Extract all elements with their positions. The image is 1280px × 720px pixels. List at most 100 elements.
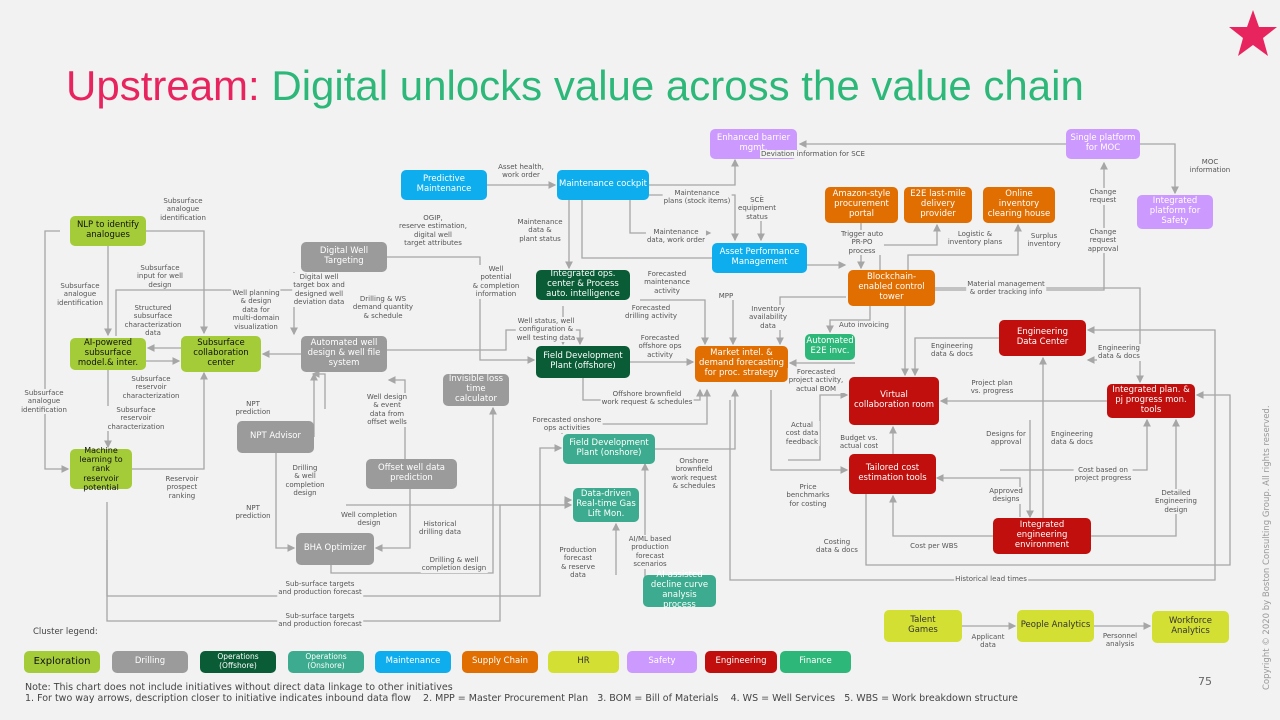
legend-operations-onshore: Operations (Onshore) <box>288 651 364 673</box>
legend-exploration: Exploration <box>24 651 100 673</box>
edge-label: Applicant data <box>970 633 1006 650</box>
edge-label: Forecasted drilling activity <box>623 304 679 321</box>
edge-label: Change request <box>1088 188 1118 205</box>
edge-label: MPP <box>717 292 735 301</box>
note-line-1: Note: This chart does not include initia… <box>25 682 453 693</box>
node-gas-lift[interactable]: Data-driven Real-time Gas Lift Mon. <box>573 488 639 522</box>
node-integrated-platform-safety[interactable]: Integrated platform for Safety <box>1137 195 1213 229</box>
legend-maintenance: Maintenance <box>375 651 451 673</box>
edge-label: Detailed Engineering design <box>1154 489 1198 515</box>
node-blockchain-tower[interactable]: Blockchain- enabled control tower <box>848 270 935 306</box>
node-talent-games[interactable]: Talent Games <box>884 610 962 642</box>
edge-label: Subsurface input for well design <box>135 264 185 290</box>
note-line-2: 1. For two way arrows, description close… <box>25 693 1018 704</box>
node-decline-curve[interactable]: AI-assisted decline curve analysis proce… <box>643 571 716 610</box>
legend-title: Cluster legend: <box>33 627 98 637</box>
edge-label: Onshore brownfield work request & schedu… <box>670 457 718 491</box>
node-virtual-collab[interactable]: Virtual collaboration room <box>849 377 939 425</box>
edge-label: AI/ML based production forecast scenario… <box>627 535 673 569</box>
node-automated-well-design[interactable]: Automated well design & well file system <box>301 336 387 372</box>
edge-label: Change request approval <box>1086 228 1120 254</box>
edge-label: Historical lead times <box>954 575 1028 584</box>
edge-label: Designs for approval <box>985 430 1027 447</box>
edge-label: Cost based on project progress <box>1073 466 1133 483</box>
edge-label: Maintenance data, work order <box>645 228 707 245</box>
edge-label: Costing data & docs <box>815 538 859 555</box>
node-amazon-procurement[interactable]: Amazon-style procurement portal <box>825 187 898 223</box>
node-offset-well[interactable]: Offset well data prediction <box>366 459 457 489</box>
edge-label: Maintenance data & plant status <box>516 218 564 244</box>
edge-label: Project plan vs. progress <box>969 379 1015 396</box>
edge-label: Sub-surface targets and production forec… <box>277 580 363 597</box>
page-number: 75 <box>1198 675 1212 688</box>
node-tailored-cost[interactable]: Tailored cost estimation tools <box>849 454 936 494</box>
node-ml-reservoir[interactable]: Machine learning to rank reservoir poten… <box>70 446 132 492</box>
node-subsurface-collab[interactable]: Subsurface collaboration center <box>181 336 261 372</box>
legend-operations-offshore: Operations (Offshore) <box>200 651 276 673</box>
legend-supply-chain: Supply Chain <box>462 651 538 673</box>
node-integrated-ops[interactable]: Integrated ops. center & Process auto. i… <box>536 269 630 300</box>
node-people-analytics[interactable]: People Analytics <box>1017 610 1094 642</box>
node-engineering-data-center[interactable]: Engineering Data Center <box>999 320 1086 356</box>
edge-label: MOC information <box>1188 158 1232 175</box>
node-e2e-last-mile[interactable]: E2E last-mile delivery provider <box>904 187 972 223</box>
edge-label: Drilling & well completion design <box>284 464 326 498</box>
edge-label: Maintenance plans (stock items) <box>662 189 732 206</box>
node-npt-advisor[interactable]: NPT Advisor <box>237 421 314 453</box>
edge-label: Offshore brownfield work request & sched… <box>600 390 694 407</box>
copyright: Copyright © 2020 by Boston Consulting Gr… <box>1262 405 1272 690</box>
legend-engineering: Engineering <box>705 651 777 673</box>
node-bha-optimizer[interactable]: BHA Optimizer <box>296 533 374 565</box>
edge-label: Approved designs <box>988 487 1024 504</box>
node-integrated-engineering[interactable]: Integrated engineering environment <box>993 518 1091 554</box>
node-predictive-maintenance[interactable]: Predictive Maintenance <box>401 170 487 200</box>
node-ai-subsurface[interactable]: AI-powered subsurface model.& inter. <box>70 338 146 370</box>
edge-label: Subsurface analogue identification <box>159 197 207 223</box>
edge-label: Budget vs. actual cost <box>838 434 880 451</box>
edge-label: Personnel analysis <box>1101 632 1139 649</box>
node-fdp-onshore[interactable]: Field Development Plant (onshore) <box>563 434 655 464</box>
edge-label: Historical drilling data <box>418 520 462 537</box>
node-online-inventory[interactable]: Online inventory clearing house <box>983 187 1055 223</box>
edge-label: Engineering data & docs <box>1050 430 1094 447</box>
node-workforce-analytics[interactable]: Workforce Analytics <box>1152 611 1229 643</box>
node-nlp-analogues[interactable]: NLP to identify analogues <box>70 216 146 246</box>
edge-label: Material management & order tracking inf… <box>966 280 1046 297</box>
edge-label: Drilling & WS demand quantity & schedule <box>351 295 415 321</box>
legend-drilling: Drilling <box>112 651 188 673</box>
legend-hr: HR <box>548 651 619 673</box>
edge-label: NPT prediction <box>234 400 272 417</box>
edge-label: Production forecast & reserve data <box>558 546 598 580</box>
page-title: Upstream: Digital unlocks value across t… <box>66 62 1084 109</box>
edge-label: Logistic & inventory plans <box>946 230 1004 247</box>
edge-label: Surplus inventory <box>1026 232 1062 249</box>
edge-label: Well planning & design data for multi-do… <box>231 289 281 331</box>
edge-label: Well completion design <box>340 511 398 528</box>
legend-safety: Safety <box>627 651 697 673</box>
edge-label: Cost per WBS <box>909 542 959 551</box>
node-automated-e2e[interactable]: Automated E2E invc. <box>805 334 855 360</box>
edge-label: Forecasted project activity, actual BOM <box>787 368 845 394</box>
node-single-platform-moc[interactable]: Single platform for MOC <box>1066 129 1140 159</box>
edge-label: Well status, well configuration & well t… <box>515 317 577 343</box>
edge-label: Subsurface analogue identification <box>20 389 68 415</box>
edge-label: Well design & event data from offset wel… <box>365 393 409 427</box>
edge-label: SCE equipment status <box>737 196 777 222</box>
node-invisible-loss[interactable]: Invisible loss time calculator <box>443 374 509 406</box>
node-fdp-offshore[interactable]: Field Development Plant (offshore) <box>536 346 630 378</box>
edge-label: Deviation information for SCE <box>760 150 866 159</box>
node-digital-well-targeting[interactable]: Digital Well Targeting <box>301 242 387 272</box>
node-enhanced-barrier[interactable]: Enhanced barrier mgmt. <box>710 129 797 159</box>
edge-label: Structured subsurface characterization d… <box>123 304 183 338</box>
edge-label: Engineering data & docs <box>1097 344 1141 361</box>
node-maintenance-cockpit[interactable]: Maintenance cockpit <box>557 170 649 200</box>
edge-label: Forecasted maintenance activity <box>643 270 691 296</box>
edge-label: Forecasted onshore ops activities <box>531 416 603 433</box>
edge-label: Asset health, work order <box>497 163 545 180</box>
star-logo-icon <box>1229 10 1277 56</box>
edge-label: Well potential & completion information <box>471 265 521 299</box>
edge-label: Sub-surface targets and production forec… <box>277 612 363 629</box>
node-integrated-plan[interactable]: Integrated plan. & pj progress mon. tool… <box>1107 384 1195 418</box>
node-market-intel[interactable]: Market intel. & demand forecasting for p… <box>695 346 788 382</box>
node-asset-performance[interactable]: Asset Performance Management <box>712 243 807 273</box>
